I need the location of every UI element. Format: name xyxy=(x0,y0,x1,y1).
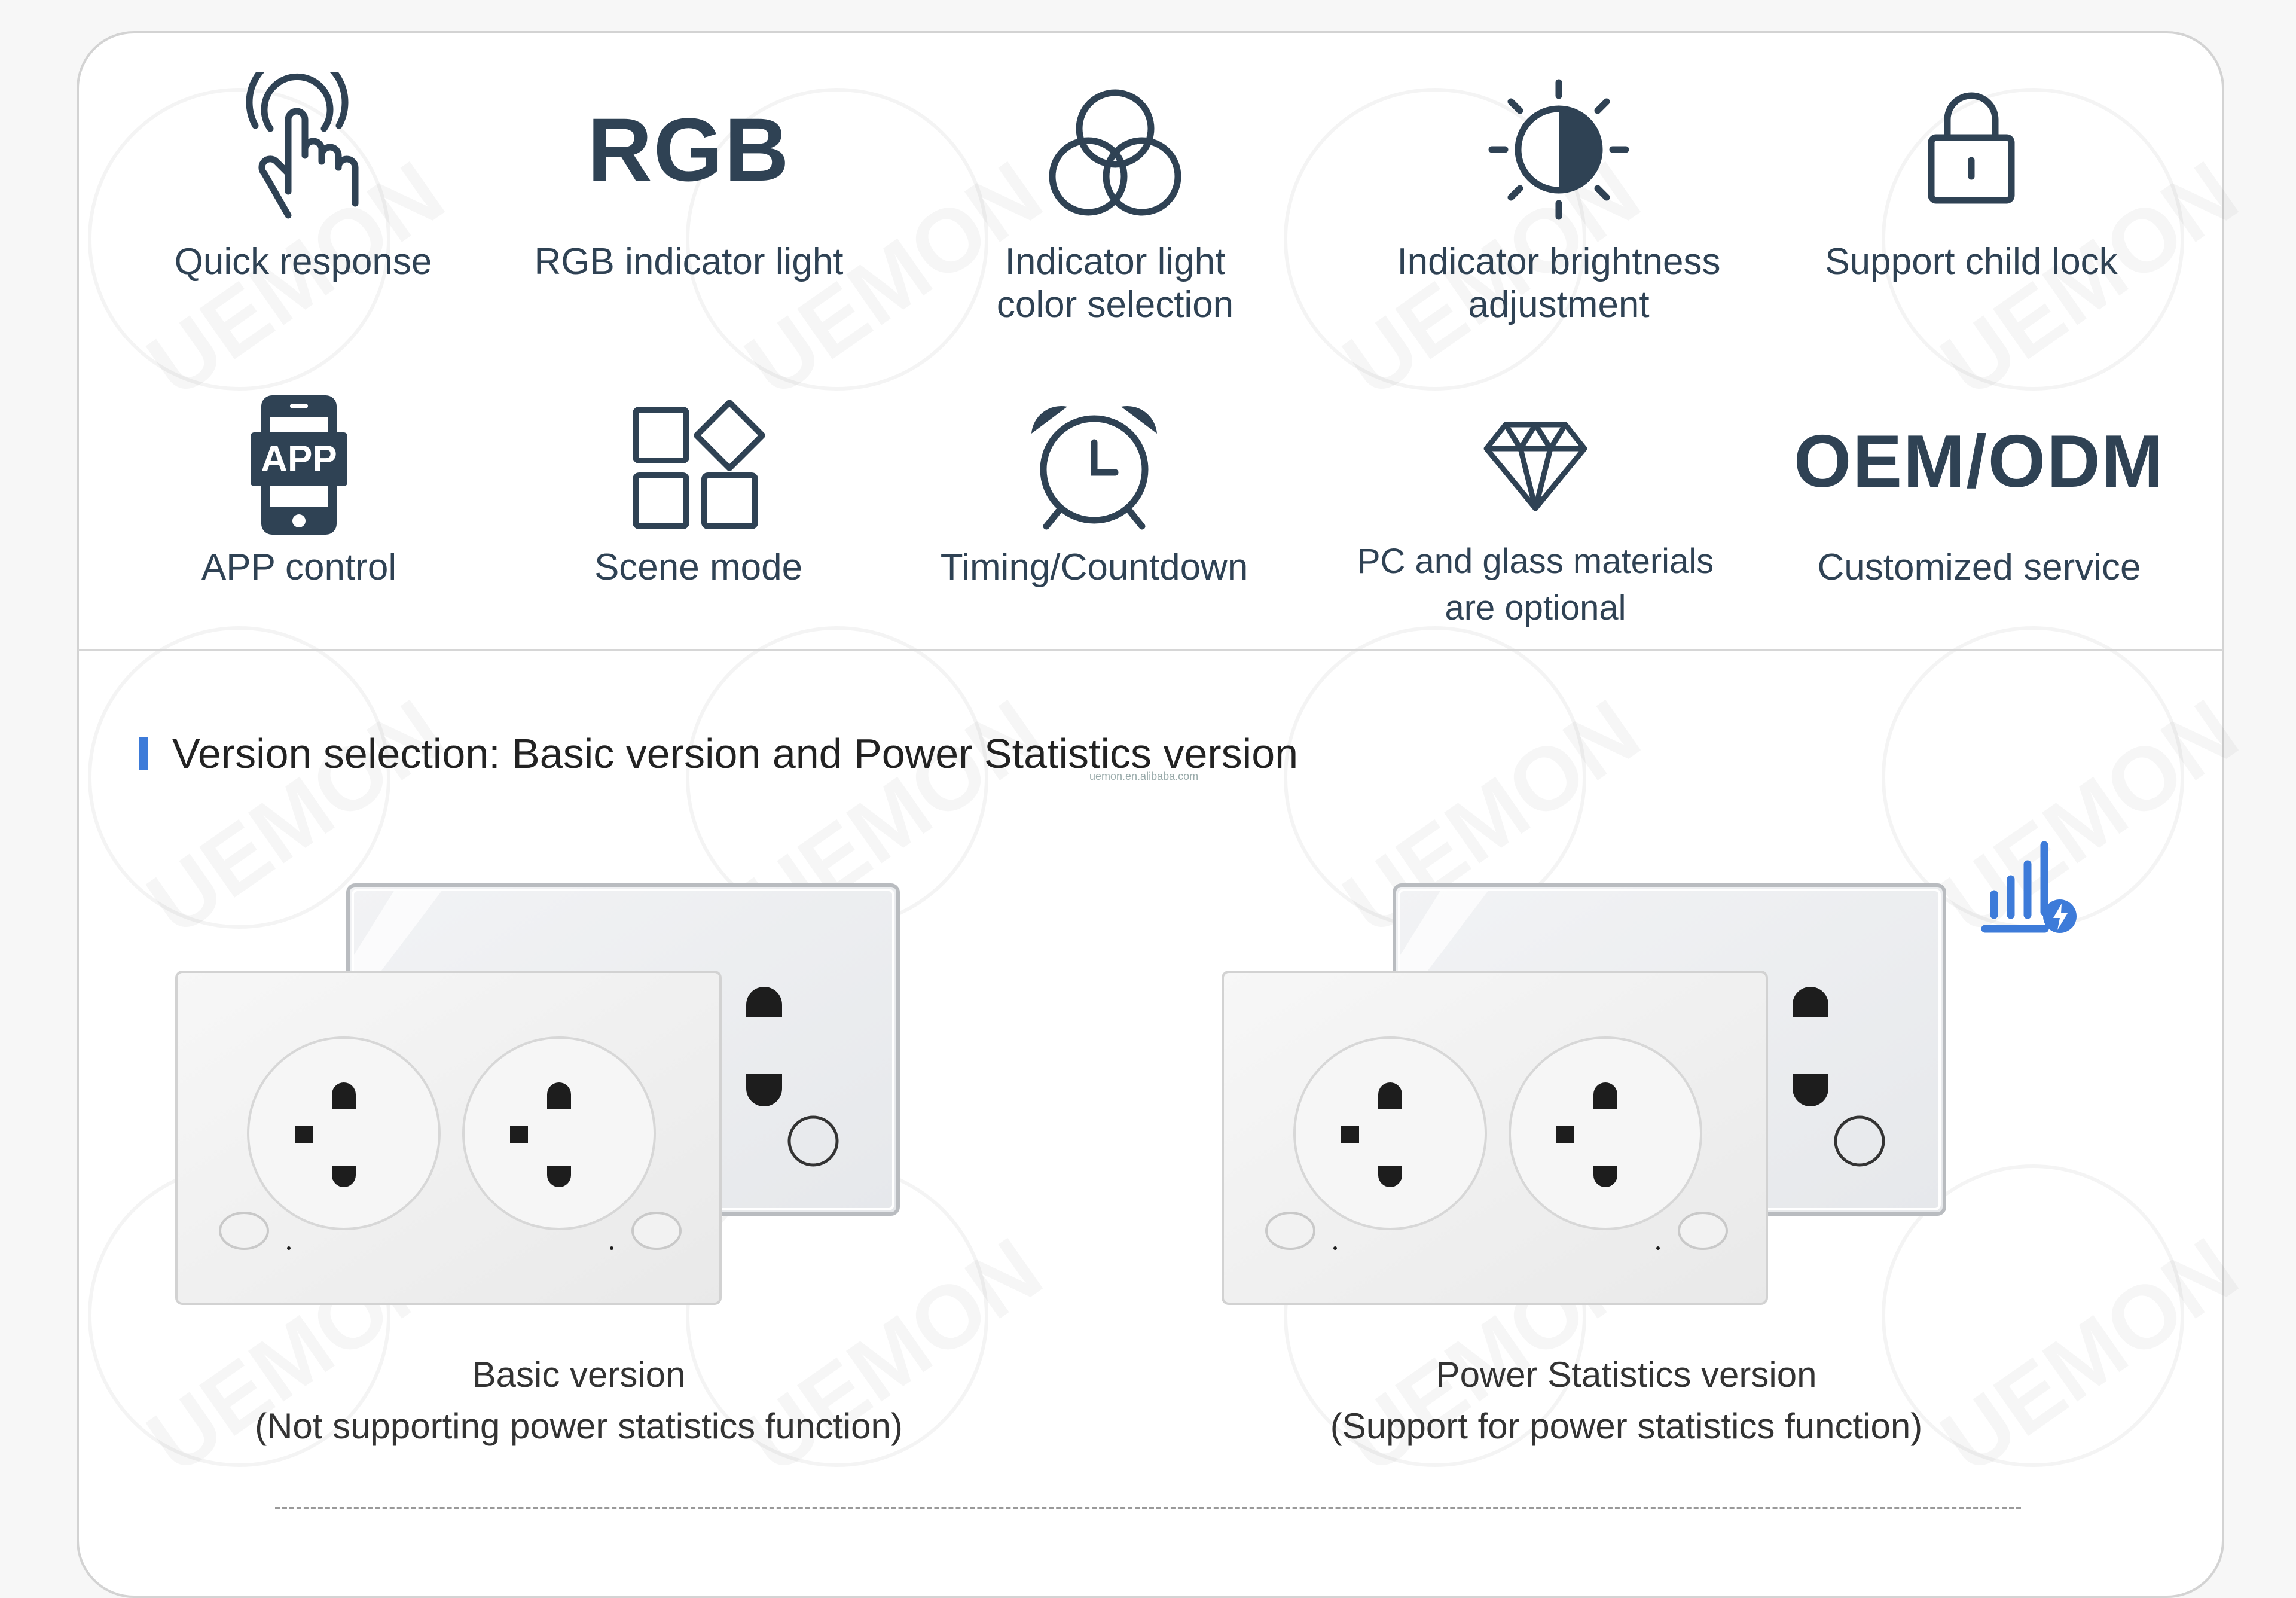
oem-odm-icon: OEM/ODM xyxy=(1793,420,2165,503)
basic-socket-image xyxy=(175,883,900,1305)
feature-card xyxy=(77,31,2224,1598)
padlock-icon xyxy=(1928,92,2015,204)
power-statistics-icon xyxy=(1981,841,2077,933)
feature-label: Quick response xyxy=(174,241,432,282)
section-accent-bar xyxy=(139,737,148,770)
app-icon-text: APP xyxy=(261,438,337,480)
feature-label: PC and glass materials are optional xyxy=(1357,542,1714,627)
scene-grid-icon xyxy=(633,399,765,529)
feature-oem: OEM/ODM Customized service xyxy=(1770,392,2188,619)
section-title: Version selection: Basic version and Pow… xyxy=(172,730,1299,777)
source-url: uemon.en.alibaba.com xyxy=(1089,770,1199,782)
feature-app-control: APP APP control xyxy=(90,392,508,619)
feature-label: APP control xyxy=(201,547,397,588)
feature-label: Scene mode xyxy=(594,547,803,588)
diamond-icon xyxy=(1483,422,1587,511)
feature-label: Support child lock xyxy=(1825,241,2118,282)
alarm-clock-icon xyxy=(1031,405,1157,530)
feature-child-lock: Support child lock xyxy=(1762,72,2181,323)
feature-quick-response: Quick response xyxy=(94,72,512,323)
feature-materials: PC and glass materials are optional xyxy=(1326,392,1745,643)
power-socket-image xyxy=(1222,883,1946,1305)
dashed-separator xyxy=(275,1507,2021,1509)
feature-label: RGB indicator light xyxy=(534,241,844,282)
basic-version-caption: Basic version (Not supporting power stat… xyxy=(130,1349,1027,1452)
feature-label: Timing/Countdown xyxy=(940,547,1248,588)
color-circles-icon xyxy=(1049,89,1181,216)
section-divider xyxy=(78,649,2223,651)
feature-label: Customized service xyxy=(1817,547,2141,588)
phone-app-icon: APP xyxy=(248,392,350,538)
feature-scene-mode: Scene mode xyxy=(489,392,908,619)
power-version-note: (Support for power statistics function) xyxy=(1330,1406,1923,1446)
power-version-caption: Power Statistics version (Support for po… xyxy=(1178,1349,2075,1452)
feature-rgb-indicator: RGB RGB indicator light xyxy=(480,72,898,323)
touch-finger-icon xyxy=(246,72,359,219)
basic-version-name: Basic version xyxy=(472,1355,686,1395)
feature-label: Indicator brightness adjustment xyxy=(1397,241,1721,325)
feature-brightness: Indicator brightness adjustment xyxy=(1349,72,1768,325)
brightness-icon xyxy=(1488,79,1629,220)
feature-timing: Timing/Countdown xyxy=(885,392,1303,619)
feature-color-selection: Indicator light color selection xyxy=(906,72,1324,325)
feature-label: Indicator light color selection xyxy=(996,241,1234,325)
rgb-icon: RGB xyxy=(587,99,790,200)
basic-version-note: (Not supporting power statistics functio… xyxy=(255,1406,903,1446)
power-version-name: Power Statistics version xyxy=(1436,1355,1817,1395)
